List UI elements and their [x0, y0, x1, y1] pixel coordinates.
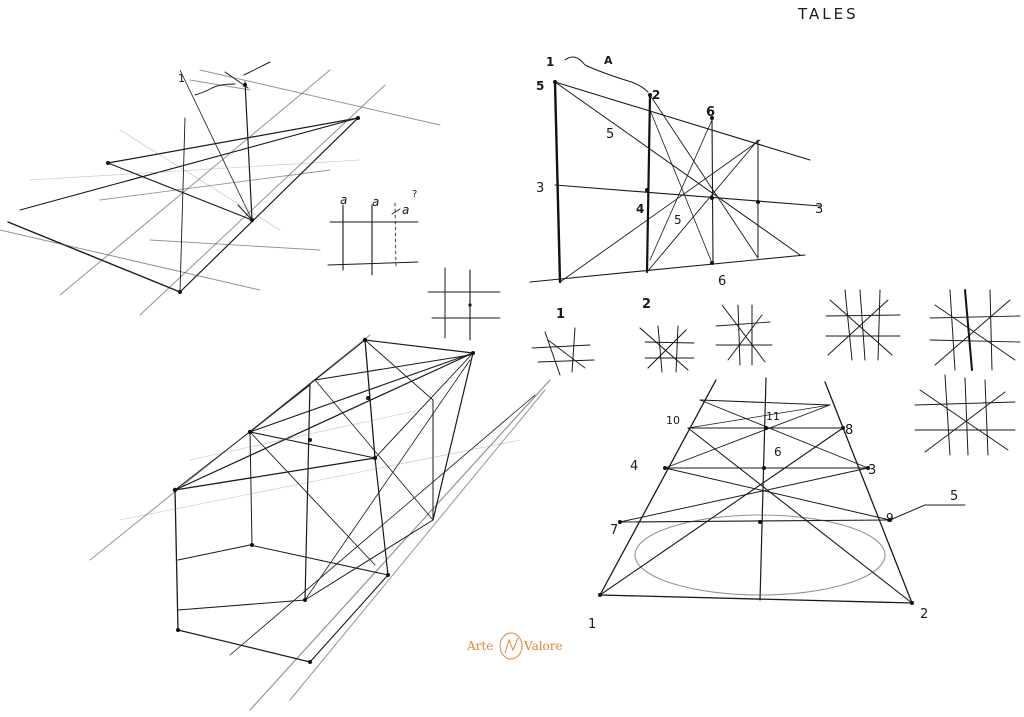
mid-label-6: 6: [706, 105, 715, 120]
trap-label-7: 7: [610, 523, 618, 538]
mid-label-3-left: 3: [536, 181, 544, 196]
mid-label-5-top: 5: [536, 79, 544, 93]
trap-label-8: 8: [845, 423, 853, 438]
mid-label-1-bottom: 1: [556, 307, 565, 322]
watermark-text-right: Valore: [524, 639, 563, 653]
mid-label-A: A: [604, 54, 613, 67]
mid-label-2: 2: [652, 88, 660, 102]
trap-label-6: 6: [774, 445, 782, 459]
mid-label-4: 4: [636, 202, 644, 216]
alpha-label-1: a: [340, 193, 347, 207]
mid-label-3-right: 3: [815, 202, 823, 217]
trap-label-5: 5: [950, 489, 958, 504]
trap-label-10: 10: [666, 414, 680, 427]
mid-label-5-diag: 5: [606, 127, 614, 142]
label-top-left-1: 1: [178, 72, 185, 85]
alpha-parallel-lines-diagram: a a a ?: [327, 189, 419, 276]
trap-label-3: 3: [868, 463, 876, 478]
mid-label-2-bottom: 2: [642, 297, 651, 312]
trapezoid-ellipse-figure: 10 11 8 4 6 3 7 9 5 1 2: [588, 377, 966, 632]
alpha-label-3: a: [402, 203, 409, 217]
trap-label-4: 4: [630, 459, 638, 474]
mid-label-5-low: 5: [674, 213, 682, 227]
small-cross-diagram: [427, 267, 501, 341]
alpha-label-2: a: [372, 195, 379, 209]
mid-label-6-bottom: 6: [718, 274, 726, 289]
bottom-left-box-figure: [89, 334, 551, 711]
trap-label-11: 11: [766, 410, 780, 423]
middle-division-figure: 1 A 5 2 6 5 3 4 5 3 6 1 2: [529, 54, 823, 322]
mid-label-1: 1: [546, 55, 554, 69]
trap-label-1: 1: [588, 617, 596, 632]
alpha-question-mark: ?: [412, 189, 417, 200]
page-title: TALES: [798, 5, 859, 23]
trap-label-9: 9: [886, 511, 894, 525]
small-box-sequence: [531, 289, 1021, 456]
watermark-text-left: Arte: [467, 639, 494, 653]
top-left-grid-figure: 1: [0, 61, 441, 316]
watermark-logo-mark: [499, 632, 523, 660]
trap-label-2: 2: [920, 607, 928, 622]
